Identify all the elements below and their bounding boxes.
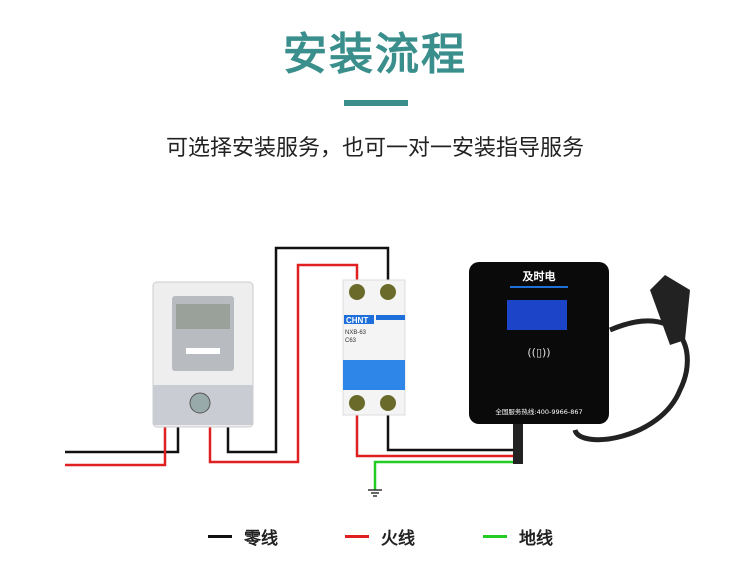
live-wire-in (65, 420, 167, 467)
rfid-icon: ((▯)) (527, 346, 550, 359)
legend-swatch (208, 535, 232, 538)
legend-neutral: 零线 (208, 524, 278, 549)
legend-label: 零线 (244, 529, 278, 549)
ground-symbol-icon (368, 489, 382, 497)
neutral-wire-meter-breaker (226, 246, 390, 454)
breaker-rating: C63 (345, 338, 357, 344)
breaker-brand: CHNT (346, 316, 368, 325)
live-wire-breaker-charger (355, 415, 515, 458)
title-underline (344, 100, 408, 106)
ground-wire (373, 460, 515, 490)
subtitle: 可选择安装服务，也可一对一安装指导服务 (165, 136, 584, 161)
legend-live: 火线 (345, 524, 415, 549)
neutral-wire-breaker-charger (386, 415, 515, 452)
neutral-wire-in (65, 420, 180, 454)
charger-hotline: 全国服务热线:400-9966-867 (495, 407, 582, 416)
page-title: 安装流程 (283, 29, 467, 80)
ev-charger: 及时电 ((▯)) 全国服务热线:400-9966-867 (469, 262, 690, 464)
legend-label: 火线 (381, 529, 415, 549)
live-wire-meter-breaker (208, 263, 359, 464)
legend-swatch (345, 535, 369, 538)
legend-ground: 地线 (483, 524, 553, 549)
charger-brand: 及时电 (523, 269, 556, 283)
legend-swatch (483, 535, 507, 538)
electricity-meter (152, 281, 254, 428)
legend-label: 地线 (519, 529, 553, 549)
circuit-breaker: CHNT NXB-63 C63 (342, 279, 406, 416)
breaker-model: NXB-63 (345, 330, 367, 336)
